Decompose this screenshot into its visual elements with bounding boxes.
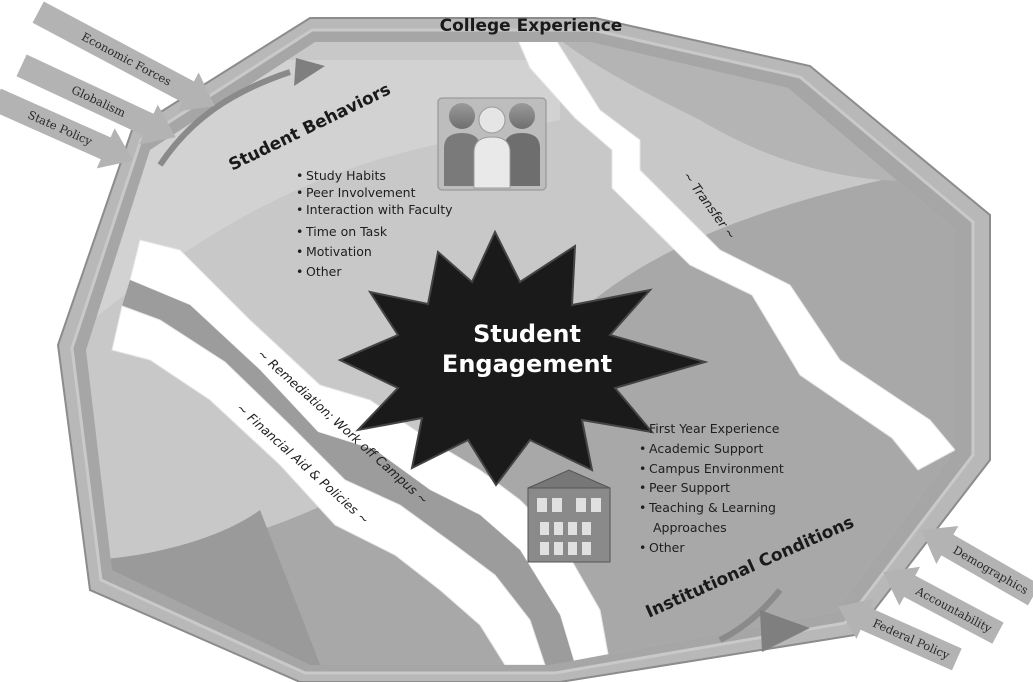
list-item-bullet: • (639, 441, 646, 456)
financial-band (111, 305, 546, 665)
list-item: Teaching & Learning (648, 500, 776, 515)
list-item-bullet: • (296, 224, 303, 239)
force-arrow-economic (32, 1, 215, 112)
transfer-band (517, 42, 955, 471)
list-item-bullet: • (639, 540, 646, 555)
page-title: College Experience (440, 16, 623, 36)
list-item-bullet: • (639, 480, 646, 495)
list-item: Study Habits (306, 168, 386, 183)
list-item: Other (649, 540, 685, 555)
student-behaviors-list: • Study Habits • Peer Involvement • Inte… (296, 168, 453, 279)
force-arrow-demographics (921, 525, 1033, 606)
cycle-arrowhead-top (294, 58, 325, 86)
list-item: Motivation (306, 244, 372, 259)
list-item-bullet: • (296, 264, 303, 279)
force-arrow-federal-policy (838, 598, 962, 671)
cycle-arrow-top (157, 69, 291, 167)
list-item: Other (306, 264, 342, 279)
engagement-starburst (337, 229, 709, 487)
list-item: Campus Environment (649, 461, 784, 476)
list-item-bullet: • (296, 244, 303, 259)
list-item-bullet: • (296, 168, 303, 183)
cycle-arrow-bottom (718, 588, 783, 643)
cycle-arrowhead-bottom (760, 610, 810, 652)
building-icon (527, 469, 611, 563)
force-label-economic: Economic Forces (79, 30, 174, 89)
list-item-bullet: • (639, 461, 646, 476)
institutional-conditions-list: • First Year Experience • Academic Suppo… (639, 421, 784, 555)
gap-band (122, 280, 575, 665)
list-item-bullet: • (296, 202, 303, 217)
list-item: Peer Involvement (306, 185, 416, 200)
list-item: First Year Experience (649, 421, 780, 436)
list-item-bullet: • (296, 185, 303, 200)
list-item-bullet: • (639, 421, 646, 436)
engagement-label-line2: Engagement (442, 350, 612, 378)
force-arrow-globalism (16, 54, 176, 145)
list-item: Interaction with Faculty (306, 202, 453, 217)
list-item: Time on Task (305, 224, 388, 239)
people-icon (437, 97, 547, 191)
force-label-demographics: Demographics (951, 543, 1031, 597)
force-label-accountability: Accountability (913, 583, 995, 635)
list-item: Peer Support (649, 480, 730, 495)
list-item: Approaches (653, 520, 727, 535)
force-arrow-accountability (883, 566, 1004, 644)
engagement-label-line1: Student (473, 320, 581, 348)
force-arrow-state-policy (0, 88, 134, 169)
list-item-bullet: • (639, 500, 646, 515)
list-item: Academic Support (649, 441, 763, 456)
